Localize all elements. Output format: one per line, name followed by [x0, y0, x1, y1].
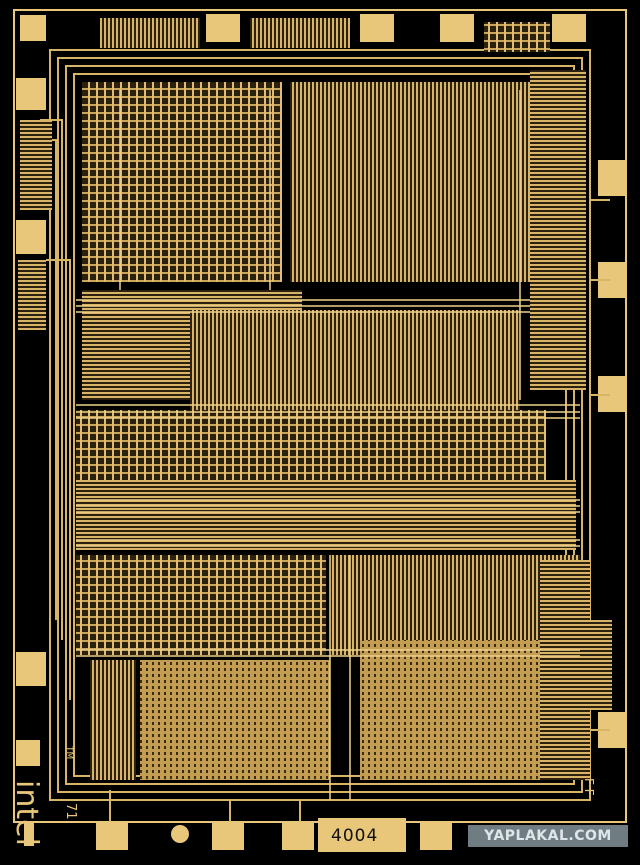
- register-array: [360, 640, 540, 780]
- trademark-mark: TM: [64, 746, 74, 760]
- logic-block: [484, 22, 550, 52]
- bond-pad: [24, 822, 34, 846]
- logic-block: [190, 310, 520, 410]
- logic-block: [76, 410, 546, 480]
- bond-pad: [16, 220, 46, 254]
- year-mark: 71: [63, 803, 78, 820]
- bond-pad: [96, 822, 128, 850]
- bond-pad: [282, 822, 314, 850]
- logic-block: [82, 82, 282, 282]
- logic-block: [330, 555, 580, 655]
- bond-pad-round: [171, 825, 189, 843]
- corner-mark: F F: [582, 778, 596, 796]
- logic-block: [250, 18, 350, 48]
- brand-logo-text: intel: [9, 780, 44, 846]
- bond-pad: [440, 14, 474, 42]
- bond-pad: [552, 14, 586, 42]
- bond-pad: [212, 822, 244, 850]
- bond-pad: [360, 14, 394, 42]
- bond-pad: [16, 740, 40, 766]
- bond-pad: [598, 160, 626, 196]
- logic-block: [586, 620, 612, 710]
- logic-block: [90, 660, 136, 780]
- bond-pad: [420, 822, 452, 850]
- bond-pad: [318, 818, 406, 852]
- register-array: [140, 660, 330, 780]
- logic-block: [20, 120, 52, 210]
- site-watermark: YAPLAKAL.COM: [468, 825, 628, 847]
- bond-pad: [16, 78, 46, 110]
- bus-lines: [76, 90, 580, 800]
- logic-block: [76, 555, 326, 655]
- logic-block: [540, 560, 590, 780]
- logic-block: [290, 82, 530, 282]
- bond-pad: [16, 652, 46, 686]
- logic-block: [18, 260, 46, 330]
- die-part-number: 4004: [331, 826, 379, 846]
- logic-block: [100, 18, 200, 48]
- logic-block: [530, 70, 586, 390]
- logic-block: [76, 480, 576, 550]
- bond-pad: [20, 15, 46, 41]
- bond-pad: [206, 14, 240, 42]
- circuit-blocks: [18, 18, 612, 780]
